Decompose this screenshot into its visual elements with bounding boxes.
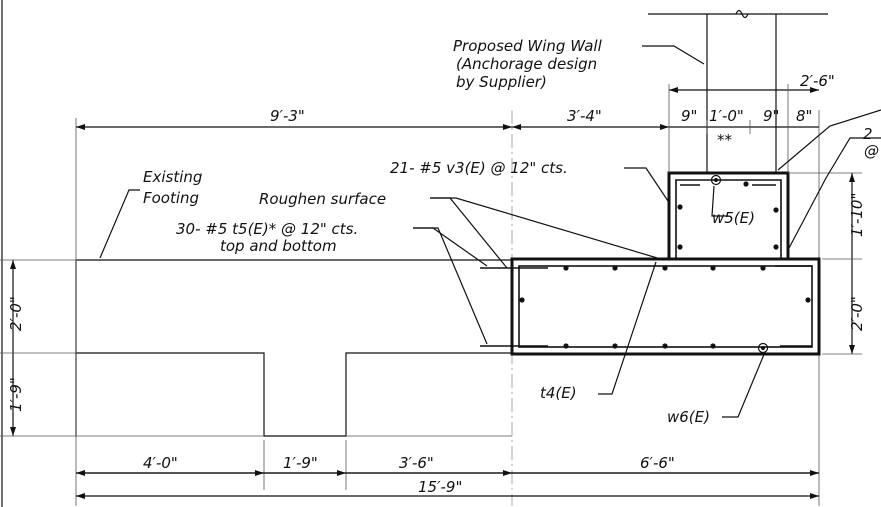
label-w6: w6(E)	[667, 408, 710, 426]
label-t5-bars: 30- #5 t5(E)* @ 12" cts.	[176, 220, 358, 238]
new-footing-extension	[480, 257, 821, 356]
label-t5-top-bottom: top and bottom	[220, 237, 337, 255]
wing-wall-base	[648, 9, 828, 259]
label-cut-right-1: 2	[863, 125, 873, 143]
label-v3-bars: 21- #5 v3(E) @ 12" cts.	[390, 159, 568, 177]
dim-top-left: 9′-3"	[270, 107, 305, 125]
dim-wall-9a: 9"	[681, 107, 697, 125]
dim-bottom-1-9: 1′-9"	[283, 454, 318, 472]
dim-wall-8: 8"	[796, 107, 812, 125]
label-existing: Existing	[143, 168, 202, 186]
dim-wall-1-0: 1′-0"	[709, 107, 744, 125]
dim-bottom-4-0: 4′-0"	[143, 454, 178, 472]
right-dimension-lines	[790, 172, 862, 355]
rebar-dots	[519, 174, 811, 354]
label-proposed-wing-wall: Proposed Wing Wall	[453, 37, 603, 55]
dim-wall-9b: 9"	[763, 107, 779, 125]
dim-left-2-0: 2′-0"	[7, 296, 25, 331]
dim-overall-wall: 2′-6"	[800, 72, 835, 90]
label-roughen-surface: Roughen surface	[259, 190, 386, 208]
label-w5: w5(E)	[712, 209, 755, 227]
label-anchorage-line2: by Supplier)	[456, 73, 547, 91]
existing-footing-outline	[75, 259, 512, 437]
dim-left-1-9: 1′-9"	[7, 377, 25, 412]
top-dimension-lines	[76, 84, 819, 173]
dim-bottom-total: 15′-9"	[418, 478, 462, 496]
label-footing: Footing	[143, 189, 199, 207]
dim-bottom-3-6: 3′-6"	[399, 454, 434, 472]
label-anchorage-line1: (Anchorage design	[456, 55, 597, 73]
label-t4: t4(E)	[540, 384, 577, 402]
dim-right-2-0: 2′-0"	[848, 296, 866, 331]
leader-lines	[99, 45, 881, 418]
dim-right-1-10: 1′-10"	[848, 193, 866, 237]
bottom-dimension-lines	[76, 470, 819, 499]
label-cut-right-2: @	[864, 142, 879, 160]
label-double-star: **	[717, 131, 733, 149]
left-dimension-lines	[0, 259, 76, 437]
dim-bottom-6-6: 6′-6"	[640, 454, 675, 472]
dim-top-mid: 3′-4"	[567, 107, 602, 125]
